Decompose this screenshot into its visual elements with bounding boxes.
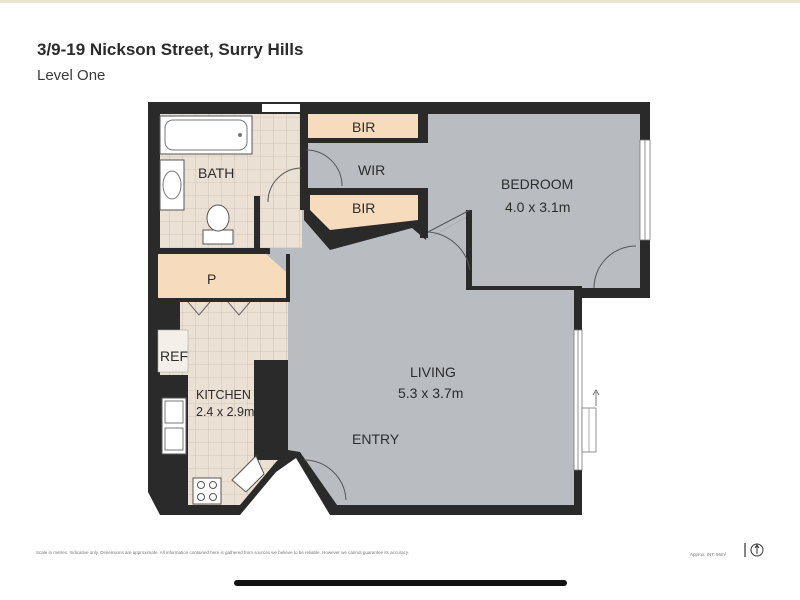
bedroom-size: 4.0 x 3.1m (505, 199, 570, 215)
top-strip (0, 0, 800, 3)
ref-label: REF (160, 348, 188, 364)
bedroom-door-swing (427, 231, 471, 271)
pantry-doors (187, 301, 251, 316)
kitchen-label: KITCHEN (196, 388, 251, 402)
bir-bottom-floor (310, 195, 418, 230)
bath-door-swing (267, 167, 303, 203)
wir-floor (304, 142, 428, 188)
basin-icon (159, 159, 185, 211)
windows (573, 139, 651, 471)
wir-label: WIR (358, 162, 385, 178)
bath-label: BATH (198, 165, 234, 181)
kitchen-size: 2.4 x 2.9m (196, 405, 254, 419)
bedroom-label: BEDROOM (501, 176, 573, 192)
living-label: LIVING (410, 364, 456, 380)
pantry-floor (158, 254, 286, 300)
entry-door-swing (303, 459, 347, 501)
ensuite-door-swing (593, 245, 637, 289)
toilet-icon (202, 204, 234, 245)
bath-entry-floor (258, 136, 302, 208)
property-address: 3/9-19 Nickson Street, Surry Hills (37, 40, 304, 59)
pantry-label: P (207, 271, 216, 287)
fridge-space (157, 329, 189, 373)
level-label: Level One (37, 67, 106, 84)
disclaimer-text: Scale in metres. Indicative only. Dimens… (36, 550, 410, 555)
north-arrow-icon (742, 540, 766, 560)
kitchen-appliance (231, 455, 265, 493)
wir-door-swing (305, 149, 343, 187)
bir-top-label: BIR (352, 119, 375, 135)
bedroom-floor (426, 114, 640, 288)
cooktop-icon (192, 477, 222, 505)
living-size: 5.3 x 3.7m (398, 385, 463, 401)
bir-top-floor (308, 114, 418, 138)
top-gap-window (262, 104, 300, 112)
door-swings (231, 149, 637, 501)
home-indicator-bar[interactable] (234, 580, 567, 586)
bir-bottom-label: BIR (352, 200, 375, 216)
sink-icon (161, 397, 187, 455)
area-text: Approx. INT. 56m² (690, 552, 727, 557)
entry-label: ENTRY (352, 431, 400, 447)
living-floor (258, 208, 574, 505)
bathtub-icon (159, 115, 253, 155)
